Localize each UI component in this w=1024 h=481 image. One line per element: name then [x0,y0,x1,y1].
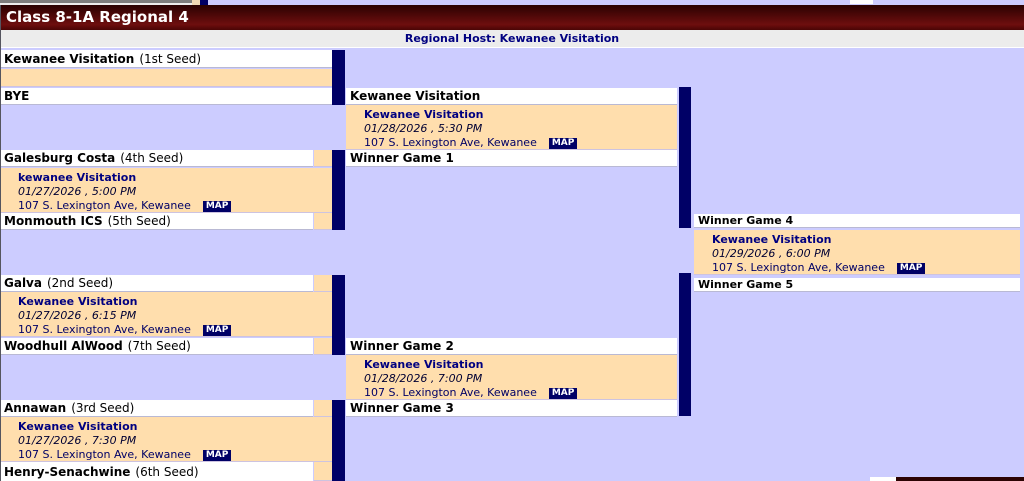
final-game-info: Kewanee Visitation 01/29/2026 , 6:00 PM … [694,230,1020,275]
game-address: 107 S. Lexington Ave, Kewanee [18,448,191,461]
r2m2-connector [679,273,691,416]
regional-host-row: Regional Host: Kewanee Visitation [0,30,1024,48]
final-bottom-bar: Winner Game 5 [694,278,1020,292]
map-link[interactable]: MAP [896,263,926,274]
map-link[interactable]: MAP [202,325,232,336]
window-left-edge [0,5,1,481]
map-link[interactable]: MAP [548,388,578,399]
top-strip-white-segment [0,3,192,5]
r1m1-game-info-empty [0,69,332,87]
game-datetime: 01/29/2026 , 6:00 PM [712,247,831,260]
game-address: 107 S. Lexington Ave, Kewanee [18,199,191,212]
game-datetime: 01/27/2026 , 5:00 PM [18,185,137,198]
game-datetime: 01/28/2026 , 5:30 PM [364,122,483,135]
winner-slot-label: Winner Game 2 [350,339,454,353]
game-site: Kewanee Visitation [712,233,832,246]
r1m4-game-info: Kewanee Visitation 01/27/2026 , 7:30 PM … [0,417,332,462]
game-address-line: 107 S. Lexington Ave, Kewanee MAP [18,448,332,461]
game-address: 107 S. Lexington Ave, Kewanee [18,323,191,336]
top-strip-white-right-segment [850,0,873,4]
game-datetime: 01/27/2026 , 7:30 PM [18,434,137,447]
r1m2-top-filler-cell [314,150,332,167]
r2m1-top-bar: Kewanee Visitation [346,88,677,105]
r1m3-bottom-team-bar: Woodhull AlWood (7th Seed) [0,338,313,355]
r1m4-connector [332,400,345,481]
r1m2-game-info: kewanee Visitation 01/27/2026 , 5:00 PM … [0,168,332,213]
game-site: kewanee Visitation [18,171,137,184]
game-address: 107 S. Lexington Ave, Kewanee [712,261,885,274]
r1m1-connector [332,50,345,105]
top-strip-beige-segment [192,0,200,5]
team-name: Kewanee Visitation [4,51,135,66]
r1m3-top-filler-cell [314,275,332,292]
team-name: Henry-Senachwine [4,464,131,479]
game-site: Kewanee Visitation [364,358,484,371]
winner-slot-label: Winner Game 5 [698,278,794,291]
r1m4-top-team-bar: Annawan (3rd Seed) [0,400,313,417]
r1m3-bottom-filler-cell [314,338,332,355]
r1m3-game-info: Kewanee Visitation 01/27/2026 , 6:15 PM … [0,292,332,337]
r1m3-connector [332,275,345,355]
team-name: Monmouth ICS [4,214,103,228]
top-strip-navy-segment [200,0,208,5]
game-address-line: 107 S. Lexington Ave, Kewanee MAP [18,323,332,336]
winner-slot-label: Winner Game 1 [350,151,454,165]
team-seed: (4th Seed) [120,151,184,165]
team-seed: (6th Seed) [135,464,199,479]
game-datetime: 01/28/2026 , 7:00 PM [364,372,483,385]
team-seed: (5th Seed) [107,214,171,228]
map-link[interactable]: MAP [202,201,232,212]
team-name: Woodhull AlWood [4,339,123,353]
winner-slot-label: Winner Game 3 [350,401,454,415]
top-strip-gray-segment [0,0,192,3]
game-site: Kewanee Visitation [18,420,138,433]
team-seed: (3rd Seed) [71,401,135,415]
r1m4-bottom-filler-cell [314,462,332,481]
r1m2-top-team-bar: Galesburg Costa (4th Seed) [0,150,313,167]
bottom-strip-white-segment [870,477,896,481]
team-name: Galesburg Costa [4,151,116,165]
game-site: Kewanee Visitation [364,108,484,121]
map-link[interactable]: MAP [548,138,578,149]
r1m4-top-filler-cell [314,400,332,417]
team-seed: (2nd Seed) [46,276,114,290]
r1m2-connector [332,150,345,230]
page-title: Class 8-1A Regional 4 [6,8,189,26]
team-name: Kewanee Visitation [350,89,481,103]
r1m2-bottom-filler-cell [314,213,332,230]
r2m2-game-info: Kewanee Visitation 01/28/2026 , 7:00 PM … [346,355,677,400]
r2m2-top-bar: Winner Game 2 [346,338,677,355]
game-address-line: 107 S. Lexington Ave, Kewanee MAP [18,199,332,212]
game-address-line: 107 S. Lexington Ave, Kewanee MAP [364,136,677,149]
r2m1-bottom-bar: Winner Game 1 [346,150,677,167]
winner-slot-label: Winner Game 4 [698,214,794,227]
map-link[interactable]: MAP [202,450,232,461]
team-seed: (1st Seed) [139,51,202,66]
r1m2-bottom-team-bar: Monmouth ICS (5th Seed) [0,213,313,230]
r1m1-bottom-team-bar: BYE [0,88,332,105]
team-name: BYE [4,89,30,103]
top-partial-strip [0,0,1024,5]
regional-title-banner: Class 8-1A Regional 4 [0,5,1024,30]
game-address-line: 107 S. Lexington Ave, Kewanee MAP [364,386,677,399]
r1m4-bottom-team-bar: Henry-Senachwine (6th Seed) [0,462,313,481]
final-top-bar: Winner Game 4 [694,214,1020,228]
game-address-line: 107 S. Lexington Ave, Kewanee MAP [712,261,1020,274]
r2m2-bottom-bar: Winner Game 3 [346,400,677,417]
r1m1-top-team-bar: Kewanee Visitation (1st Seed) [0,50,332,68]
team-name: Annawan [4,401,67,415]
game-site: Kewanee Visitation [18,295,138,308]
r1m3-top-team-bar: Galva (2nd Seed) [0,275,313,292]
game-datetime: 01/27/2026 , 6:15 PM [18,309,137,322]
game-address: 107 S. Lexington Ave, Kewanee [364,386,537,399]
team-seed: (7th Seed) [127,339,191,353]
bottom-strip-maroon-segment [896,477,1024,481]
regional-host-label: Regional Host: Kewanee Visitation [404,32,620,45]
r2m1-connector [679,87,691,228]
team-name: Galva [4,276,42,290]
game-address: 107 S. Lexington Ave, Kewanee [364,136,537,149]
r2m1-game-info: Kewanee Visitation 01/28/2026 , 5:30 PM … [346,105,677,150]
